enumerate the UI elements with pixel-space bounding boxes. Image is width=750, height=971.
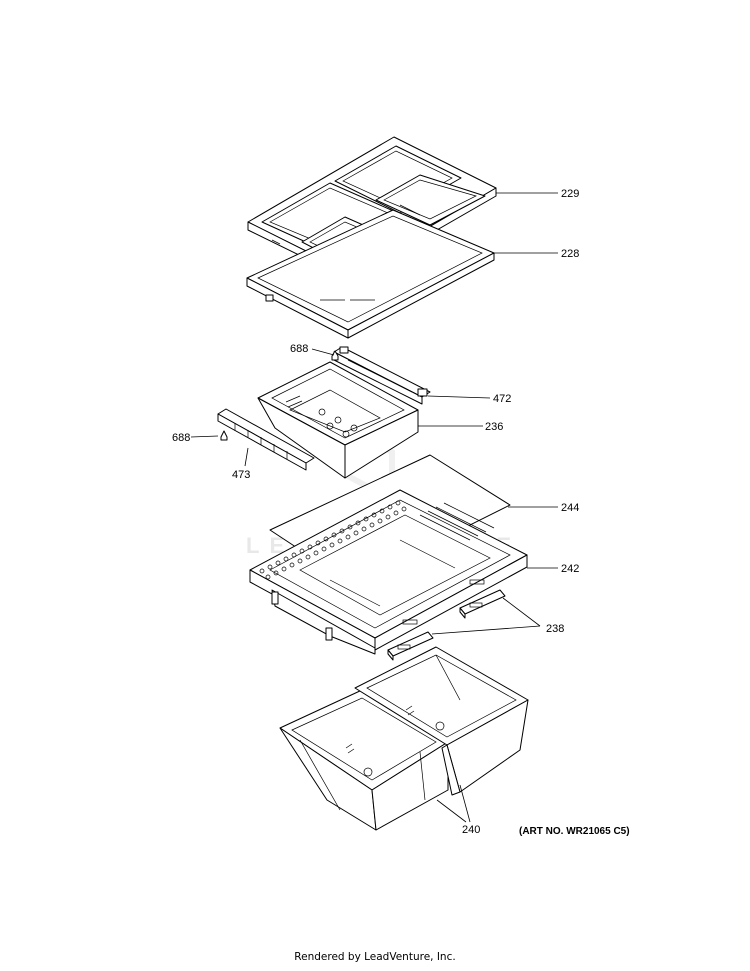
callout-242: 242 [561,563,579,575]
callout-688-upper: 688 [290,343,308,355]
part-240-drawer-right [354,646,529,796]
callout-472: 472 [493,393,511,405]
art-number: (ART NO. WR21065 C5) [519,826,630,837]
callout-238: 238 [546,623,564,635]
callout-236: 236 [485,421,503,433]
part-473-rail [217,408,315,471]
callout-228: 228 [561,248,579,260]
part-240-drawer-left [279,689,449,831]
part-238-slider-left [387,631,434,661]
part-242-frame [249,489,528,655]
part-238-slider-right [459,589,506,619]
part-688-screw-lower [220,430,228,441]
part-228-glass-panel [246,209,495,339]
footer-credit: Rendered by LeadVenture, Inc. [294,951,456,963]
part-236-pan [257,361,419,479]
callout-473: 473 [232,469,250,481]
leader-lines [190,192,558,823]
callout-240: 240 [462,824,480,836]
callout-244: 244 [561,502,579,514]
part-472-rail [333,346,431,405]
callout-688-lower: 688 [172,432,190,444]
part-688-screw-upper [331,350,339,361]
callout-229: 229 [561,188,579,200]
